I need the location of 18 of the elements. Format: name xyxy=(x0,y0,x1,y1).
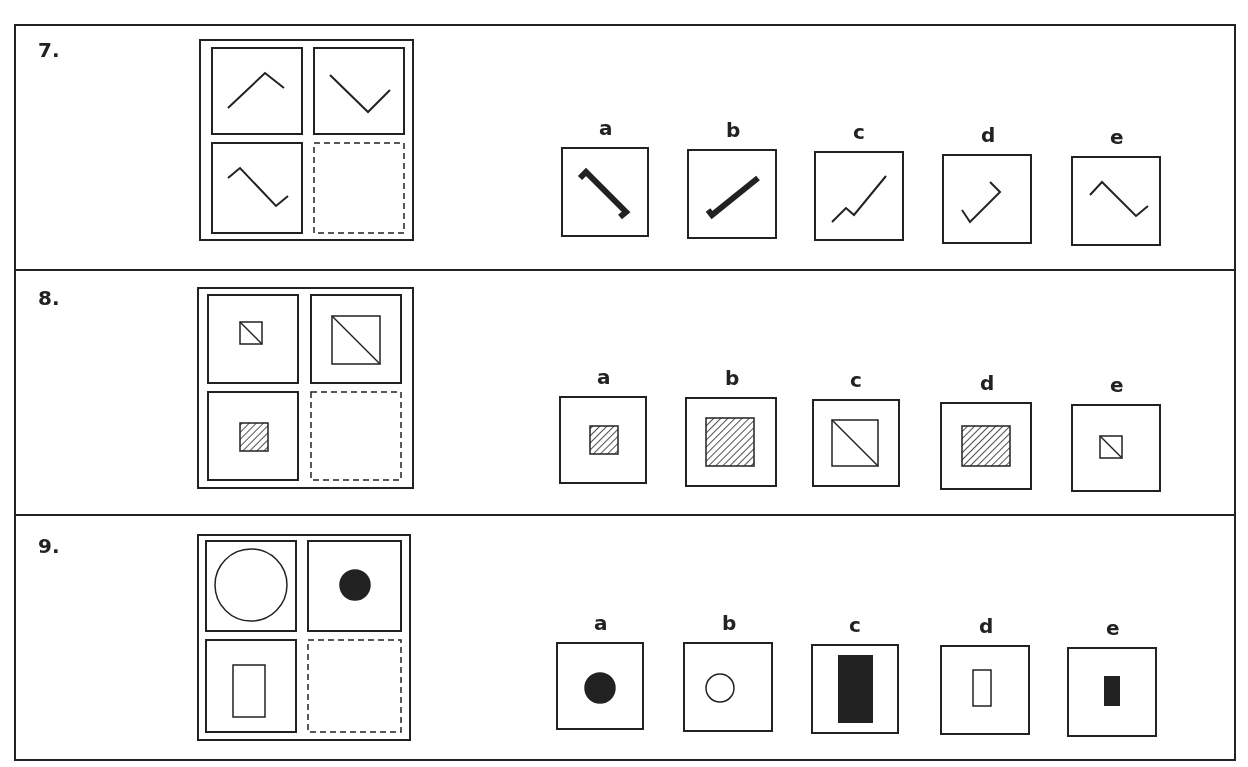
question-number: 9. xyxy=(38,536,60,556)
option-letter: b xyxy=(725,368,740,388)
option-letter: d xyxy=(979,616,994,636)
option-letter: a xyxy=(597,367,611,387)
option-letter: e xyxy=(1106,618,1120,638)
option-letter: a xyxy=(594,613,608,633)
option-letter: a xyxy=(599,118,613,138)
option-letter: d xyxy=(980,373,995,393)
option-letter: b xyxy=(726,120,741,140)
option-letter: b xyxy=(722,613,737,633)
option-letter: e xyxy=(1110,127,1124,147)
option-letter: c xyxy=(853,122,865,142)
option-letter: e xyxy=(1110,375,1124,395)
option-letter: c xyxy=(850,370,862,390)
question-number: 8. xyxy=(38,288,60,308)
option-letter: c xyxy=(849,615,861,635)
question-number: 7. xyxy=(38,40,60,60)
option-letter: d xyxy=(981,125,996,145)
